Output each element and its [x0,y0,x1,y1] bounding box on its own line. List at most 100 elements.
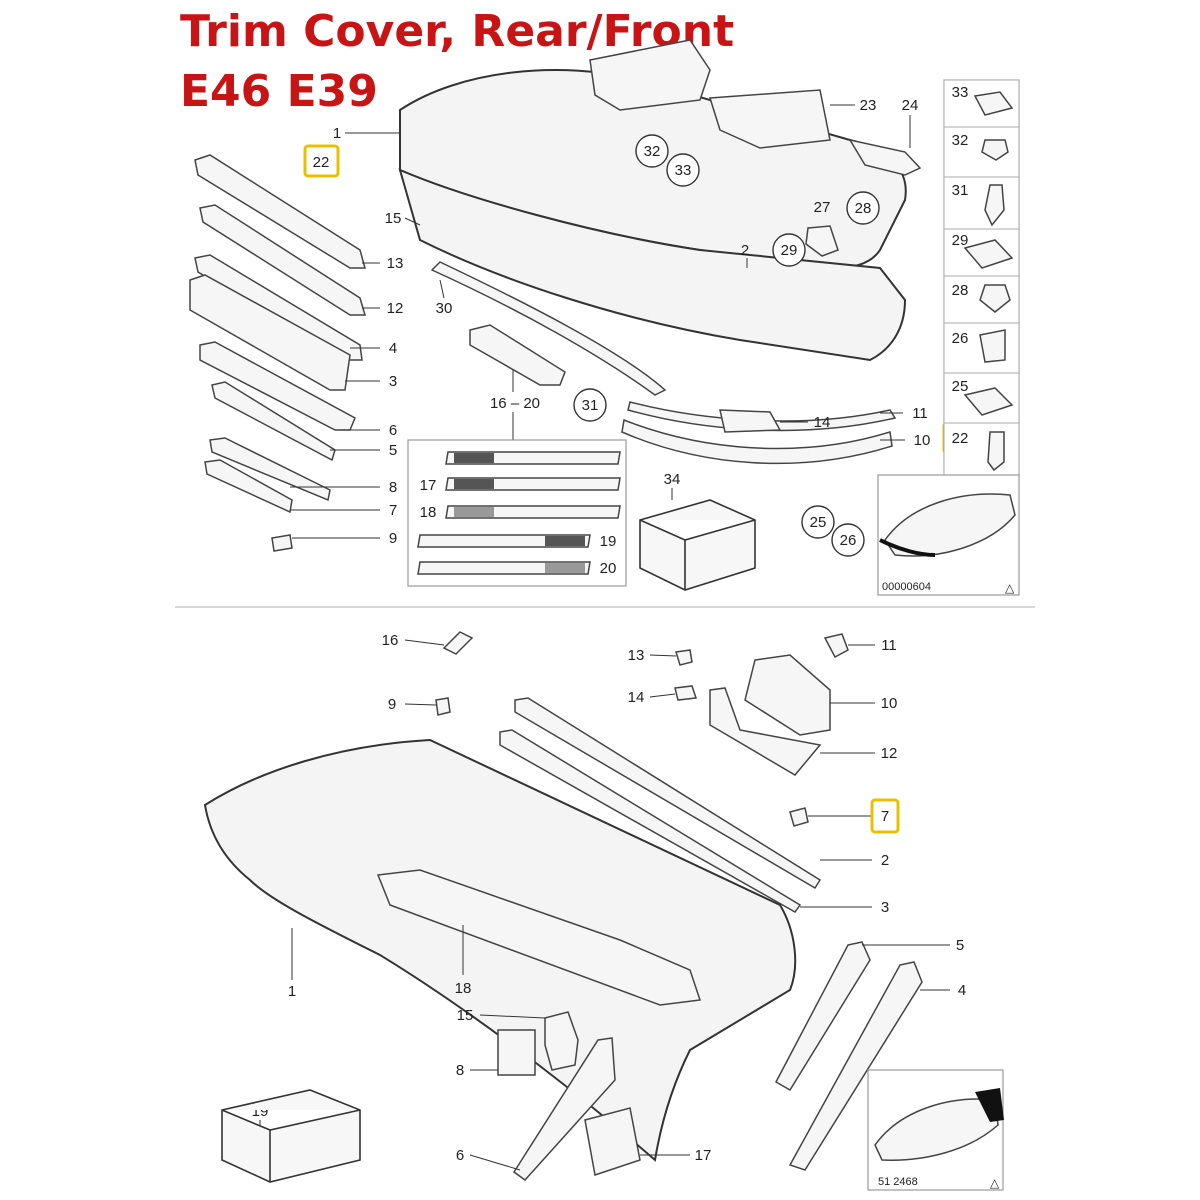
rear-cover-17 [584,1107,641,1176]
rear-callout-3: 3 [881,899,889,916]
rear-callout-18: 18 [455,980,472,997]
callout-24: 24 [902,97,919,114]
rear-callout-15: 15 [457,1007,474,1024]
front-diagram-id: 00000604 [882,581,931,593]
rear-callout-11: 11 [881,637,897,654]
callout-15: 15 [385,210,402,227]
panel-callout-22: 22 [952,430,969,447]
rear-clip-14 [674,685,698,701]
callout-23: 23 [860,97,877,114]
front-bumper-lower [398,168,907,362]
callout-27: 27 [814,199,831,216]
front-plug-9 [271,534,293,552]
rear-callout-6: 6 [456,1147,464,1164]
rear-bracket-12 [709,687,822,776]
diagram-title: Trim Cover, Rear/Front [180,6,735,57]
callout-11: 11 [912,405,928,422]
front-grille-6 [211,381,336,462]
front-spoiler-lip [430,261,667,396]
rear-warning-icon: △ [990,1176,1000,1190]
rear-callout-10: 10 [881,695,898,712]
callout-30: 30 [436,300,453,317]
rear-clip-11 [823,633,849,659]
rear-callout-8: 8 [456,1062,464,1079]
rear-strip-3 [499,729,802,913]
rear-callout-5: 5 [956,937,964,954]
circled-callout-31: 31 [582,397,599,414]
circled-callout-26: 26 [840,532,857,549]
inset-callout-18: 18 [420,504,437,521]
front-grille-22 [194,154,366,269]
rear-callout-12: 12 [881,745,898,762]
front-bracket-23 [709,89,831,149]
callout-2: 2 [741,242,749,259]
rear-bracket-10 [744,654,831,736]
inset-callout-17: 17 [420,477,437,494]
rear-callout-13: 13 [628,647,645,664]
front-grille-5 [209,437,331,502]
circled-callout-25: 25 [810,514,827,531]
front-grille-13 [199,204,367,316]
accessory-box-34 [639,499,756,591]
rear-bolt-9 [435,697,451,716]
callout-10: 10 [914,432,931,449]
callout-14: 14 [814,414,831,431]
rear-strip-5 [774,941,871,1092]
hardware-cells [943,79,1020,476]
front-trim-strip-10 [621,418,893,465]
inset-callout-20: 20 [600,560,617,577]
rear-bumper-section: 16 13 11 9 14 10 12 7 2 3 1 18 5 15 4 19… [203,631,1004,1191]
front-bracket-24 [848,138,922,176]
front-fog-cover-14 [719,409,782,433]
rear-strip-4 [788,961,923,1171]
rear-screw-7 [789,807,809,827]
rear-callout-9: 9 [388,696,396,713]
panel-callout-31: 31 [952,182,969,199]
front-bracket-upper [589,39,711,111]
rear-callout-14: 14 [628,689,645,706]
front-trim-strip-11 [627,401,897,432]
front-grille-12 [194,254,363,361]
front-clip-strip-16-20 [469,324,566,386]
rear-bracket-8 [497,1029,536,1076]
front-clip-27 [805,225,839,257]
rear-callout-2: 2 [881,852,889,869]
front-warning-icon: △ [1005,581,1015,595]
panel-callout-33: 33 [952,84,969,101]
callout-12: 12 [387,300,404,317]
rear-bolt-16 [442,631,474,655]
rear-callout-17: 17 [695,1147,712,1164]
inset-range-label: 16 – 20 [490,395,540,412]
callout-1: 1 [333,125,341,142]
rear-callout-4: 4 [958,982,966,999]
callout-34: 34 [664,471,681,488]
rear-strip-2 [514,697,822,890]
diagram-subtitle: E46 E39 [180,66,378,117]
highlight-box-7-rear [870,798,900,834]
panel-callout-25: 25 [952,378,969,395]
callout-6: 6 [389,422,397,439]
callout-9: 9 [389,530,397,547]
circled-callout-28: 28 [855,200,872,217]
panel-callout-29: 29 [952,232,969,249]
callout-3: 3 [389,373,397,390]
front-bumper-section: 22 1 13 12 4 3 6 5 8 7 9 15 30 2 23 24 1… [189,39,1020,596]
callout-22: 22 [313,154,330,171]
panel-callout-28: 28 [952,282,969,299]
panel-callout-32: 32 [952,132,969,149]
rear-diagram-id: 51 2468 [878,1176,918,1188]
rear-diffuser-18 [376,869,702,1006]
rear-callout-1: 1 [288,983,296,1000]
circled-callout-32: 32 [644,143,661,160]
callout-13: 13 [387,255,404,272]
rear-leaders [259,639,950,1171]
panel-callout-26: 26 [952,330,969,347]
circled-callout-29: 29 [781,242,798,259]
callout-4: 4 [389,340,397,357]
front-grille-4 [189,274,351,391]
callout-7: 7 [389,502,397,519]
highlight-box-22-front [303,144,340,178]
rear-callout-16: 16 [382,632,399,649]
rear-callout-7: 7 [881,808,889,825]
